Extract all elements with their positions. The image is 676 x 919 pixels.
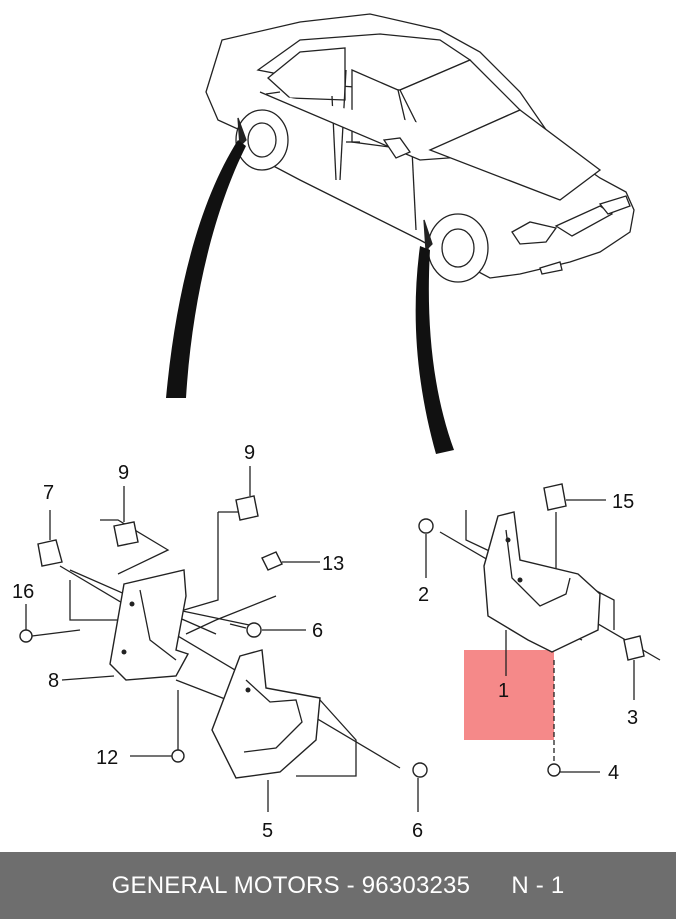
part-6-screw-b — [412, 762, 428, 812]
callout-1: 1 — [498, 680, 509, 702]
callout-4: 4 — [608, 762, 619, 784]
footer-brand: GENERAL MOTORS — [111, 871, 340, 899]
part-4-screw — [547, 660, 600, 777]
part-9-clip-left — [113, 521, 139, 547]
part-13-nut — [261, 551, 283, 571]
part-12-screw — [130, 690, 185, 763]
part-6-screw-a — [229, 622, 306, 638]
footer-part-number: 96303235 — [361, 871, 471, 899]
footer-caption: GENERAL MOTORS - 96303235 N - 1 — [112, 872, 565, 900]
highlight-box — [464, 650, 554, 740]
part-7-clip — [37, 539, 63, 567]
part-16-screw — [19, 604, 81, 643]
part-8-bracket — [109, 569, 190, 681]
part-9-clip-right — [235, 495, 259, 521]
callout-7: 7 — [43, 482, 54, 504]
car-illustration — [205, 13, 635, 283]
callout-6-lower: 6 — [412, 820, 423, 842]
part-3-clip — [623, 635, 645, 661]
footer-separator: - — [339, 871, 362, 899]
footer-bar: GENERAL MOTORS - 96303235 N - 1 — [0, 852, 676, 919]
callout-16: 16 — [12, 581, 34, 603]
part-1-mudflap — [483, 511, 601, 653]
callout-9-right: 9 — [244, 442, 255, 464]
rear-pointer-arrow — [166, 140, 246, 398]
callout-6-upper: 6 — [312, 620, 323, 642]
part-5-mudflap — [211, 649, 321, 779]
footer-page-ref: N - 1 — [511, 871, 565, 899]
callout-8: 8 — [48, 670, 59, 692]
callout-2: 2 — [418, 584, 429, 606]
part-15-clip — [543, 483, 567, 511]
callout-13: 13 — [322, 553, 344, 575]
callout-3: 3 — [627, 707, 638, 729]
callout-15: 15 — [612, 491, 634, 513]
part-2-screw — [418, 518, 434, 578]
front-pointer-arrow — [415, 246, 454, 454]
callout-5: 5 — [262, 820, 273, 842]
callout-12: 12 — [96, 747, 118, 769]
callout-9-left: 9 — [118, 462, 129, 484]
footer-gap — [470, 872, 511, 899]
